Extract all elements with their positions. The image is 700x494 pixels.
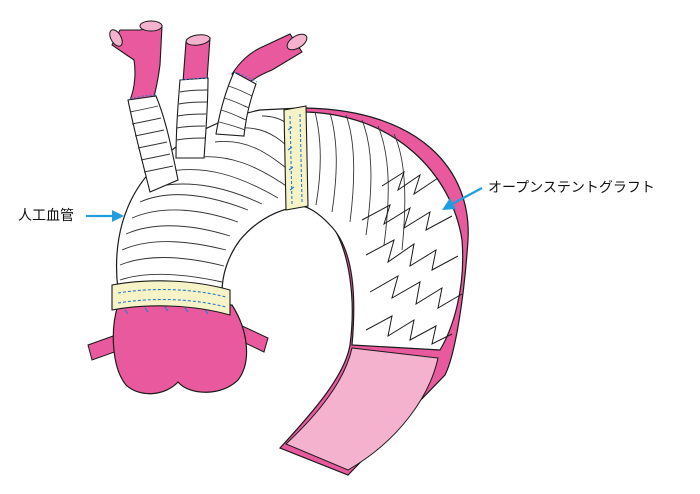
proximal-cuff	[111, 280, 231, 316]
branch-graft-1	[127, 95, 179, 193]
aortic-root	[87, 304, 269, 395]
stent-graft-body	[297, 111, 464, 351]
label-graft-arrowhead	[112, 210, 124, 222]
label-stent-arrow	[451, 187, 483, 205]
aortic-root-sinus	[112, 304, 248, 395]
proximal-cuff-stitches	[117, 288, 227, 315]
artificial-graft	[115, 71, 301, 293]
stent-graft-folds	[314, 111, 406, 251]
descending-aorta-lumen	[285, 347, 439, 471]
proximal-cuff-band	[111, 280, 231, 316]
label-graft: 人工血管	[18, 208, 124, 224]
left-subclavian-end	[286, 33, 308, 51]
branch-vessels	[109, 20, 308, 101]
label-stent: オープンステントグラフト	[442, 180, 655, 210]
stent-zigzags	[361, 170, 463, 345]
label-stent-arrowhead	[442, 198, 456, 210]
label-graft-text: 人工血管	[18, 208, 74, 224]
open-stent-graft	[297, 111, 464, 351]
distal-cuff-band	[283, 105, 309, 211]
left-carotid-end	[185, 34, 211, 46]
graft-main-body	[115, 107, 301, 293]
distal-cuff-stitches	[287, 113, 303, 205]
branch-graft-3-rings	[218, 85, 253, 131]
branch-graft-1-rings	[129, 105, 174, 173]
label-stent-text: オープンステントグラフト	[488, 180, 655, 196]
distal-cuff	[283, 105, 309, 211]
branch-graft-2-rings	[176, 89, 209, 141]
anastomosis-stitches-branch	[129, 71, 258, 100]
brachiocephalic-side-end	[109, 29, 123, 47]
brachiocephalic-end	[139, 20, 163, 32]
